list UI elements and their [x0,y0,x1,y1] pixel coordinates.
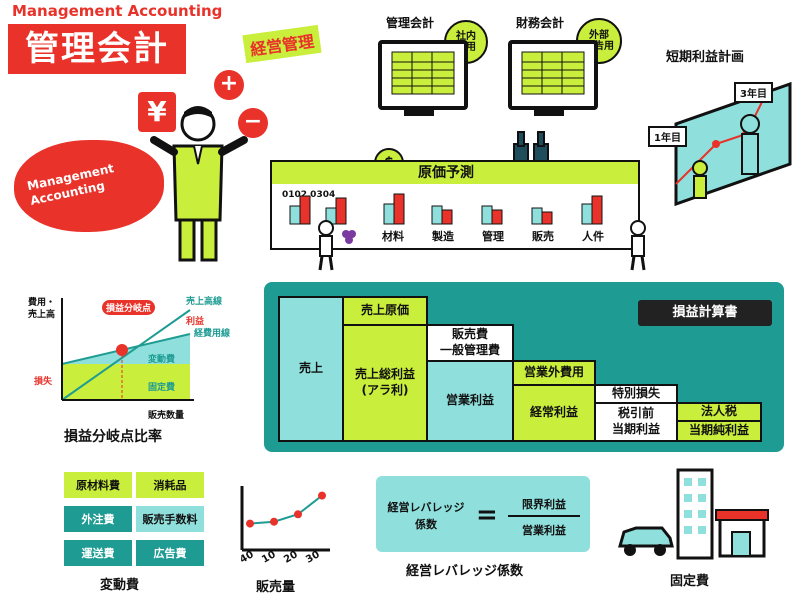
variable-cost-label: 変動費 [148,355,176,365]
year1-label: 1年目 [648,126,687,147]
pl-zeibiki-2: 当期利益 [611,422,660,436]
pl-eigyo-rieki: 営業利益 [426,360,514,442]
management-cloud [14,140,164,232]
pl-sourieki: 売上総利益(アラ利) [342,324,428,442]
loss-label: 損失 [34,377,53,387]
hendo-kokoku: 広告費 [136,540,204,566]
leverage-fraction-bar [508,515,580,517]
leverage-left: 経営レバレッジ 係数 [384,500,468,533]
monitor-kanri [378,40,468,110]
pl-keijo-rieki: 経常利益 [512,384,596,442]
genka-bars [289,193,603,225]
year3-label: 3年目 [734,82,773,103]
cvp-chart [61,298,194,401]
pl-zeibiki-1: 税引前 [617,406,654,421]
plus-icon: + [214,70,244,100]
monitor-label-zaimu: 財務会計 [516,16,565,30]
genka-cat-hanbai: 販売 [532,230,554,243]
pl-hanbaihi-2: 一般管理費 [439,343,500,357]
badge-gaibu-1: 外部 [589,29,609,41]
pl-uriage-genka: 売上原価 [342,296,428,326]
monitor-label-kanri: 管理会計 [386,16,435,30]
sales-chart [240,486,330,552]
badge-shanai-1: 社内 [456,30,476,42]
leverage-equals: = [476,500,498,530]
cvp-title: 損益分岐点比率 [64,429,162,445]
pl-sourieki-2: (アラ利) [361,383,409,397]
genka-cat-jinken: 人件 [582,230,604,243]
person-icon [630,220,646,271]
title-english: Management Accounting [12,2,223,20]
cvp-xlabel: 販売数量 [148,411,185,421]
hendo-hanbai-tesuryo: 販売手数料 [136,506,204,532]
monitor-zaimu [508,40,598,110]
genka-header-bar [270,160,640,186]
title-japanese: 管理会計 [8,24,186,74]
pl-tokubetsu: 特別損失 [594,384,678,404]
hendo-shomohin: 消耗品 [136,472,204,498]
leverage-left-1: 経営レバレッジ [387,501,465,514]
businessman-icon [150,106,248,262]
tanki-title: 短期利益計画 [666,50,745,65]
leverage-box [376,476,590,552]
genka-months: 0102 0304 [282,190,336,200]
fixed-cost-illustration [618,468,769,560]
pl-hanbaihi: 販売費一般管理費 [426,324,514,362]
kotei-caption: 固定費 [670,574,710,589]
pl-uriage: 売上 [278,296,344,442]
sales-point-1 [270,517,278,526]
person-grapes-icon [318,220,356,271]
leverage-caption: 経営レバレッジ係数 [406,564,524,579]
sales-caption: 販売量 [256,580,296,595]
cvp-ylabel-2: 売上高 [28,309,56,320]
badge-gaibu-2: 報告用 [584,41,614,52]
cost-line-label: 経費用線 [194,329,231,339]
pl-eigyogai: 営業外費用 [512,360,596,386]
cvp-ylabel-1: 費用・ [28,298,56,308]
minus-icon: − [238,108,268,138]
hendo-genzairyo: 原材料費 [64,472,132,498]
pl-hanbaihi-1: 販売費 [451,327,488,342]
sales-line-label: 売上高線 [186,297,223,307]
hendo-caption: 変動費 [100,578,140,593]
pl-zeibiki: 税引前当期利益 [594,402,678,442]
genka-cat-zairyo: 材料 [382,230,404,243]
pl-hojinzei: 法人税 [676,402,762,422]
pl-junrieki: 当期純利益 [676,420,762,442]
pl-title: 損益計算書 [638,300,772,326]
pl-sourieki-1: 売上総利益 [354,367,415,382]
leverage-numerator: 限界利益 [522,498,566,511]
cvp-ylabel: 費用・ 売上高 [28,298,55,321]
keiei-kanri-label: 経営管理 [242,24,322,64]
genka-cat-kanri: 管理 [482,230,504,243]
sales-point-2 [294,510,302,519]
genka-cat-seizo: 製造 [432,230,454,243]
breakeven-badge: 損益分岐点 [102,300,156,315]
sales-point-3 [318,491,326,500]
leverage-denominator: 営業利益 [522,524,566,537]
leverage-left-2: 係数 [415,517,437,531]
spreadsheet-icon [391,51,455,95]
monitor-stand [534,106,564,116]
sales-point-0 [246,519,254,528]
profit-label: 利益 [186,317,205,327]
yen-icon: ¥ [138,92,176,132]
hendo-gaichu: 外注費 [64,506,132,532]
sales-series-line [249,494,323,525]
monitor-stand [404,106,434,116]
hendo-unso: 運送費 [64,540,132,566]
fixed-cost-label: 固定費 [148,383,176,393]
profit-plan-illustration [674,81,792,207]
genka-title: 原価予測 [418,165,474,181]
spreadsheet-icon [521,51,585,95]
